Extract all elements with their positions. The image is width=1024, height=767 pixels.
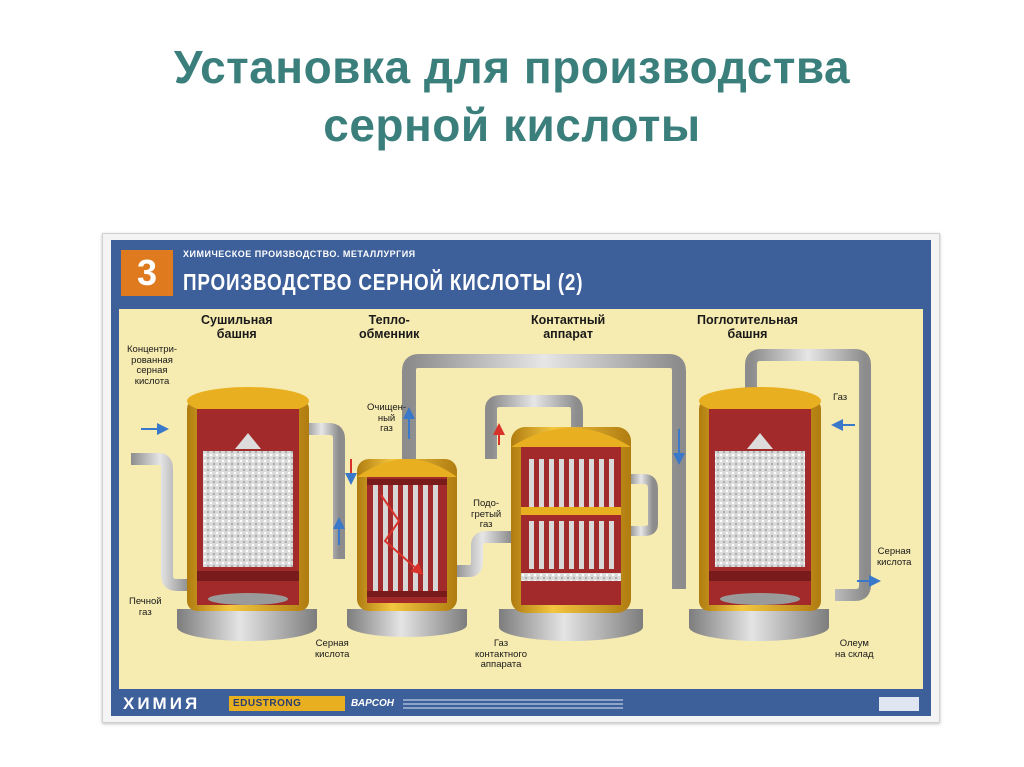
poster-footer: ХИМИЯ EDUSTRONG ВАРСОН xyxy=(111,692,931,716)
poster-image: 3 ХИМИЧЕСКОЕ ПРОИЗВОДСТВО. МЕТАЛЛУРГИЯ П… xyxy=(102,233,940,723)
drying-tower xyxy=(177,387,317,641)
poster-number-badge: 3 xyxy=(121,250,173,296)
slide-title-line-1: Установка для производства xyxy=(173,41,851,93)
footer-logo xyxy=(879,697,919,711)
footer-fine-print xyxy=(403,697,623,711)
label-heat-exchanger: Тепло-обменник xyxy=(359,313,420,341)
footer-subject: ХИМИЯ xyxy=(123,694,201,713)
poster-title: ПРОИЗВОДСТВО СЕРНОЙ КИСЛОТЫ (2) xyxy=(183,269,584,295)
flow-arrows xyxy=(141,407,881,587)
poster-category: ХИМИЧЕСКОЕ ПРОИЗВОДСТВО. МЕТАЛЛУРГИЯ xyxy=(183,249,416,259)
slide-title: Установка для производства серной кислот… xyxy=(0,38,1024,154)
poster-frame: 3 ХИМИЧЕСКОЕ ПРОИЗВОДСТВО. МЕТАЛЛУРГИЯ П… xyxy=(111,240,931,716)
absorption-tower xyxy=(689,387,829,641)
pipe-network xyxy=(131,349,871,615)
note-gas: Газ xyxy=(833,392,848,403)
heat-exchanger xyxy=(347,459,467,637)
process-diagram-graphic xyxy=(131,349,881,641)
slide-title-line-2: серной кислоты xyxy=(323,99,701,151)
footer-publisher: ВАРСОН xyxy=(351,698,394,709)
footer-brand: EDUSTRONG xyxy=(229,696,345,711)
contact-apparatus xyxy=(499,427,643,641)
